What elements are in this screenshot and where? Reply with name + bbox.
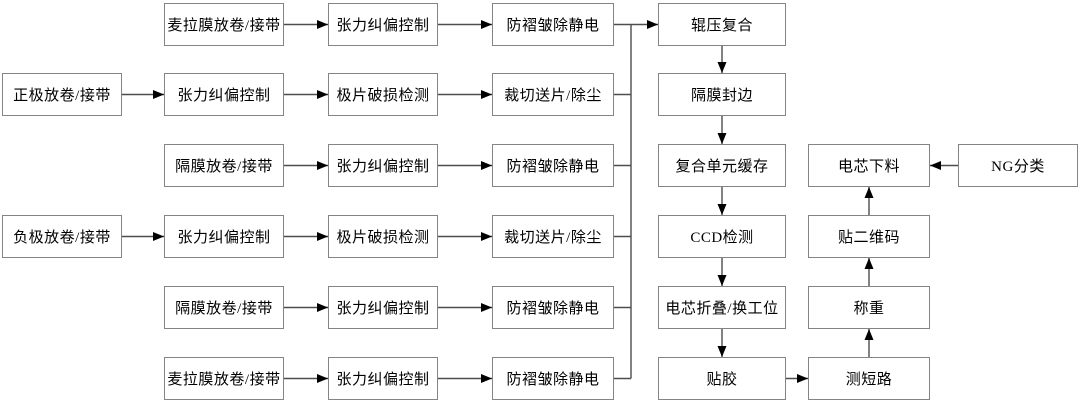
node-roll-lamination: 辊压复合: [658, 3, 786, 46]
node-composite-unit-buffer: 复合单元缓存: [658, 144, 786, 187]
node-separator-edge-sealing: 隔膜封边: [658, 73, 786, 116]
process-column-arrows: [717, 46, 808, 383]
node-tension-control-3: 张力纠偏控制: [328, 144, 438, 187]
node-cell-folding-transfer: 电芯折叠/换工位: [658, 286, 786, 329]
node-cut-feed-dedust-1: 裁切送片/除尘: [492, 73, 614, 116]
node-separator-unwind-2: 隔膜放卷/接带: [164, 286, 284, 329]
row-arrows: [122, 20, 658, 383]
node-ng-sorting: NG分类: [958, 144, 1078, 187]
node-cell-unloading: 电芯下料: [808, 144, 930, 187]
output-column-arrows: [864, 161, 958, 357]
node-tension-control-5: 张力纠偏控制: [328, 286, 438, 329]
node-anti-wrinkle-static-2: 防褶皱除静电: [492, 144, 614, 187]
node-anode-unwind: 负极放卷/接带: [2, 215, 122, 258]
node-breakage-detection-2: 极片破损检测: [328, 215, 438, 258]
node-anti-wrinkle-static-3: 防褶皱除静电: [492, 286, 614, 329]
node-weighing: 称重: [808, 286, 930, 329]
node-mylar-unwind-bottom: 麦拉膜放卷/接带: [164, 357, 284, 400]
node-tension-control-1: 张力纠偏控制: [328, 3, 438, 46]
node-anti-wrinkle-static-1: 防褶皱除静电: [492, 3, 614, 46]
merge-bus-line: [614, 24, 632, 380]
node-breakage-detection-1: 极片破损检测: [328, 73, 438, 116]
node-taping: 贴胶: [658, 357, 786, 400]
node-tension-control-4: 张力纠偏控制: [164, 215, 284, 258]
node-mylar-unwind-top: 麦拉膜放卷/接带: [164, 3, 284, 46]
node-qr-code-labeling: 贴二维码: [808, 215, 930, 258]
node-cut-feed-dedust-2: 裁切送片/除尘: [492, 215, 614, 258]
node-cathode-unwind: 正极放卷/接带: [2, 73, 122, 116]
node-anti-wrinkle-static-4: 防褶皱除静电: [492, 357, 614, 400]
node-tension-control-2: 张力纠偏控制: [164, 73, 284, 116]
node-tension-control-6: 张力纠偏控制: [328, 357, 438, 400]
node-short-circuit-test: 测短路: [808, 357, 930, 400]
node-separator-unwind-1: 隔膜放卷/接带: [164, 144, 284, 187]
node-ccd-inspection: CCD检测: [658, 215, 786, 258]
